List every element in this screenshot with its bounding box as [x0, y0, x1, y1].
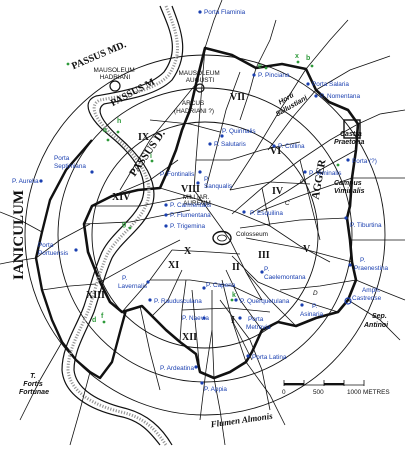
point-i: i	[150, 153, 152, 160]
colosseum-shape	[212, 230, 232, 246]
gate-p-carmentalis: P. Carmentalis	[170, 202, 211, 209]
gate-p-capena: P. Capena	[206, 282, 236, 289]
gate-p-sanqualis: P. Sanqualis	[204, 176, 232, 190]
point-c: c	[300, 178, 304, 185]
arcus-label: ARCUS (HADRIANI ?)	[174, 100, 214, 115]
milliarium-label: MILLIAR. AUREUM	[183, 194, 211, 207]
tiber-river-hatch	[66, 5, 179, 446]
region-x: X	[184, 246, 192, 257]
gate-p-fontinalis: P. Fontinalis	[160, 171, 194, 178]
amph-castrense-shape	[344, 297, 352, 305]
castra-praetoria-shape	[343, 119, 361, 139]
scale-end: 1000 METRES	[347, 389, 390, 396]
gate-p-esquilina: P. Esquilina	[250, 210, 283, 217]
outer-circle	[24, 54, 386, 416]
region-vii: VII	[230, 92, 245, 103]
scale-bar	[283, 380, 365, 386]
region-xii: XII	[182, 332, 197, 343]
region-ii: II	[232, 262, 240, 273]
mausoleum-hadriani-shape	[109, 80, 121, 92]
gate-porta-latina: Porta Latina	[252, 354, 287, 361]
gate-p-praenestina: P. Praenestina	[354, 257, 389, 272]
gate-p-raudusculana: P. Raudusculana	[154, 298, 202, 305]
gate-p-collina: P. Collina	[278, 143, 305, 150]
fortis-fortunae-label: T. Fortis Fortunae	[19, 373, 49, 396]
gate-p-salutaris: P. Salutaris	[214, 141, 246, 148]
region-v: V	[303, 244, 311, 255]
middle-circle	[57, 87, 353, 383]
region-xiv: XIV	[112, 192, 131, 203]
gate-p-asinaria: P. Asinaria	[300, 303, 324, 318]
point-k: k	[232, 292, 236, 299]
region-vi: VI	[270, 146, 281, 157]
gate-porta-salaria: Porta Salaria	[312, 81, 349, 88]
flumen-label: Flumen Almonis	[209, 411, 274, 430]
region-xiii: XIII	[86, 290, 105, 301]
region-iv: IV	[272, 186, 284, 197]
green-points	[66, 60, 340, 324]
mausoleum-augusti-shape	[195, 83, 205, 93]
gate-porta-metrovia: Porta Metrovia	[246, 316, 271, 331]
point-h: h	[117, 118, 121, 125]
castra-praetoria-label: Castra Praetoria	[334, 131, 364, 146]
colosseum-inner	[217, 234, 227, 242]
horti-label: Horti Sallustiani	[270, 86, 309, 118]
gate-porta-flaminia: Porta Flaminia	[204, 9, 246, 16]
gate-p-quirinalis: P. Quirinalis	[222, 128, 256, 135]
gate-p-naevia: P. Naevia	[182, 315, 209, 322]
point-upper-d: D	[313, 290, 318, 297]
gate-p-tiburtina: P. Tiburtina	[350, 222, 382, 229]
campus-viminalis-label: Campus Viminalis	[334, 180, 365, 195]
sep-antinoi-label: Sep. Antinoi	[363, 313, 389, 329]
gate-p-caelemontana: P. Caelemontana	[264, 266, 306, 281]
gate-p-appia: P. Appia	[204, 386, 227, 393]
gate-p-lavernalis: P. Lavernalis	[118, 275, 147, 290]
gate-p-viminalis: P. Viminalis	[309, 170, 341, 177]
gate-dots	[39, 10, 352, 385]
gate-porta-septimiana: Porta Septimiana	[54, 155, 86, 170]
tiber-river	[61, 5, 173, 446]
mausoleum-augusti-label: MAUSOLEUM AUGUSTI	[179, 70, 222, 84]
mausoleum-hadriani-label: MAUSOLEUM HADRIANI	[94, 67, 137, 81]
inner-circle	[91, 121, 319, 349]
point-d: d	[92, 317, 96, 324]
tiber-river-bank	[73, 5, 184, 446]
point-e: e	[258, 63, 262, 70]
point-b: b	[306, 55, 310, 62]
point-f: f	[101, 313, 104, 320]
scale-mid: 500	[313, 389, 324, 396]
point-upper-c: C	[285, 200, 290, 207]
region-i: I	[231, 315, 235, 326]
region-xi: XI	[168, 260, 179, 271]
trans-tiber-wall	[34, 139, 128, 380]
gate-p-pinciana: P. Pinciana	[258, 72, 290, 79]
region-ix: IX	[138, 132, 150, 143]
gate-p-flumentana: P. Flumentana	[170, 212, 211, 219]
region-iii: III	[258, 250, 270, 261]
gate-p-aurelia: P. Aurelia	[12, 178, 39, 185]
colosseum-label: Colosseum	[236, 231, 268, 238]
gate-p-trigemina: P. Trigemina	[170, 223, 205, 230]
ianiculum-label: IANICULUM	[11, 190, 27, 280]
point-g: g	[122, 221, 126, 228]
gate-p-querquetulana: P. Querquetulana	[240, 298, 290, 305]
gate-p-nomentana: P. Nomentana	[320, 93, 360, 100]
point-x: x	[295, 53, 299, 60]
agger-label: AGGER	[310, 158, 329, 201]
gate-porta-q: Porta (?)	[352, 158, 377, 165]
gate-porta-portuensis: Porta Portuensis	[38, 242, 68, 257]
region-viii: VIII	[181, 184, 200, 195]
point-a: a	[103, 127, 107, 134]
gate-p-ardeatina: P. Ardeatina	[160, 365, 194, 372]
gate-amph-castrense: Amph. Castrense	[352, 287, 382, 302]
scale-zero: 0	[282, 389, 286, 396]
